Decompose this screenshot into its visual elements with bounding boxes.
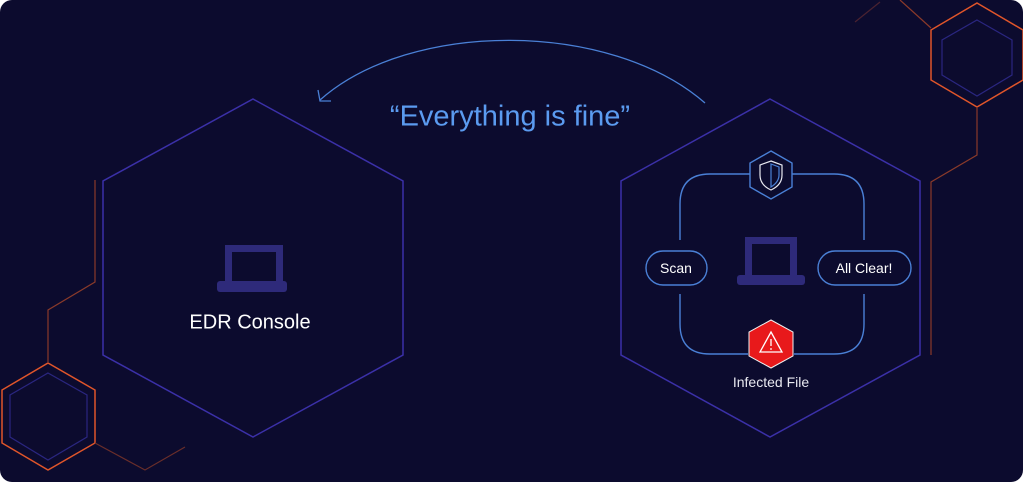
laptop-icon bbox=[737, 237, 805, 285]
infected-file-label: Infected File bbox=[732, 374, 810, 390]
edr-console-label: EDR Console bbox=[189, 311, 311, 334]
flow-loop bbox=[645, 173, 912, 355]
quote-text: “Everything is fine” bbox=[389, 100, 631, 133]
endpoint-hexagon bbox=[620, 98, 921, 438]
laptop-icon bbox=[217, 245, 287, 292]
all-clear-label: All Clear! bbox=[835, 260, 893, 276]
scan-pill bbox=[645, 250, 708, 286]
decor-hex-top-right bbox=[854, 0, 1023, 355]
feedback-arrow bbox=[317, 39, 706, 104]
decor-hex-bottom-left bbox=[1, 180, 186, 471]
shield-icon bbox=[749, 150, 793, 200]
all-clear-pill bbox=[817, 250, 912, 286]
scan-label: Scan bbox=[660, 260, 692, 276]
warning-icon bbox=[748, 319, 794, 369]
console-hexagon bbox=[102, 98, 404, 438]
